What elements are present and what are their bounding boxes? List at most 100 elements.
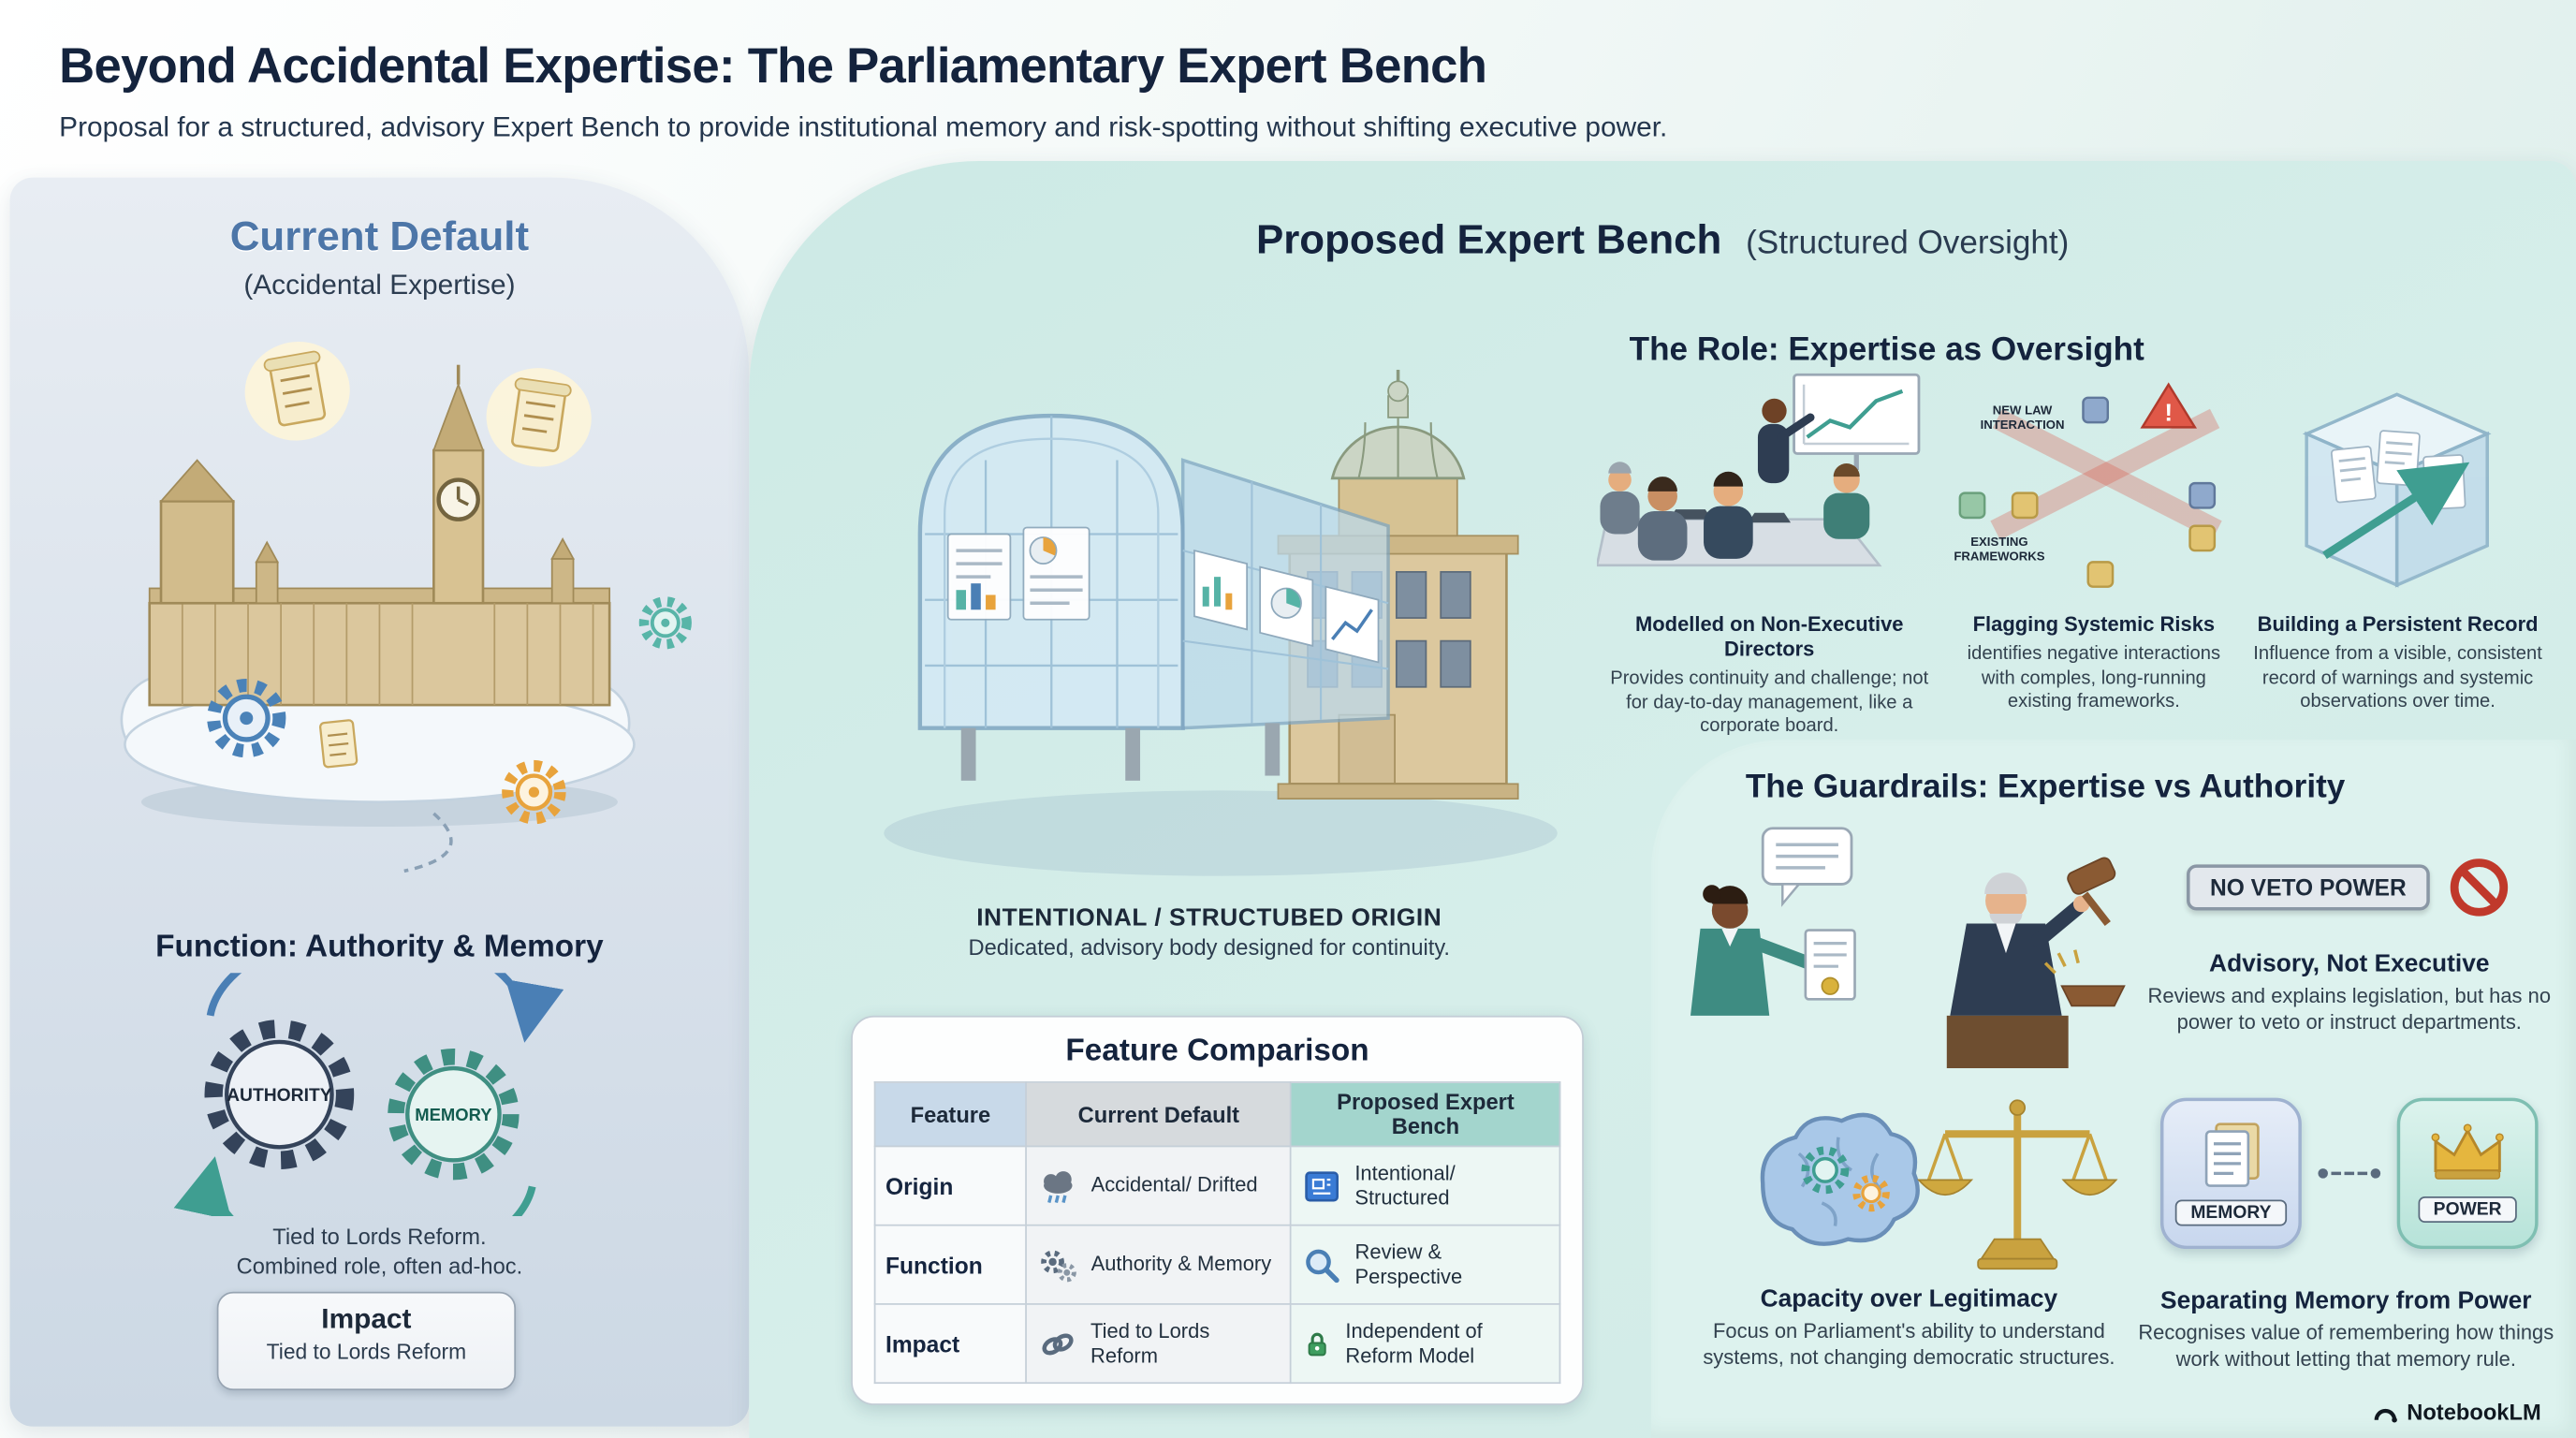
notebooklm-logo-icon — [2374, 1408, 2397, 1423]
speech-bubble-icon — [1761, 827, 1853, 907]
dashboard-screen — [1193, 549, 1248, 631]
warning-triangle-icon — [2140, 382, 2198, 429]
cell-text: Review & Perspective — [1354, 1240, 1463, 1288]
advisor-and-judge-illustration — [1690, 827, 2126, 1069]
new-law-label-line2: INTERACTION — [1981, 418, 2065, 432]
separating-text: Recognises value of remembering how thin… — [2138, 1321, 2554, 1372]
boardroom-meeting-illustration — [1595, 373, 1921, 567]
scroll-icon — [244, 342, 350, 441]
existing-label-line1: EXISTING — [1970, 535, 2027, 549]
dashboard-screen — [1325, 585, 1380, 664]
role-item-title: Modelled on Non-Executive Directors — [1635, 612, 1904, 661]
gavel-icon — [2043, 857, 2126, 1007]
systemic-risk-diagram: NEW LAW INTERACTION ! EXISTING FRAMEWORK… — [1954, 382, 2222, 588]
legislation-document-icon — [1804, 929, 1856, 1001]
framework-node — [2188, 481, 2217, 509]
advisory-text: Reviews and explains legislation, but ha… — [2147, 984, 2552, 1034]
proposed-heading-light: (Structured Oversight) — [1746, 225, 2070, 262]
power-card: POWER — [2396, 1097, 2539, 1250]
table-row: Impact Tied to Lords Reform — [873, 1303, 1561, 1385]
gear-icon — [1852, 1174, 1890, 1212]
magnifier-icon — [1307, 1248, 1340, 1283]
guardrails-heading: The Guardrails: Expertise vs Authority — [1745, 769, 2346, 806]
memory-gear-label: MEMORY — [415, 1105, 491, 1124]
scales-icon — [1917, 1099, 2118, 1270]
origin-caption-text: Dedicated, advisory body designed for co… — [968, 934, 1451, 961]
judge-figure — [1946, 857, 2126, 1069]
table-title: Feature Comparison — [1065, 1034, 1369, 1069]
table-row: Origin Accidental/ Drifted — [873, 1145, 1561, 1226]
dashed-connector — [403, 812, 453, 873]
no-veto-badge: NO VETO POWER — [2187, 864, 2430, 911]
new-law-label-line1: NEW LAW — [1993, 403, 2053, 417]
role-item-title: Building a Persistent Record — [2257, 612, 2539, 637]
dashboard-screen — [1259, 565, 1314, 648]
cell-text: Authority & Memory — [1090, 1252, 1272, 1276]
notebooklm-brand: NotebookLM — [2372, 1399, 2541, 1425]
chain-icon — [1042, 1332, 1074, 1355]
gear-icon — [638, 596, 692, 650]
advisor-figure — [1690, 885, 1822, 1016]
function-note-line1: Tied to Lords Reform. — [272, 1224, 487, 1250]
parliament-on-cloud-illustration — [120, 342, 692, 873]
gears-icon — [1041, 1249, 1077, 1282]
framework-node — [1958, 492, 1986, 520]
cell-text: Accidental/ Drifted — [1090, 1173, 1258, 1197]
memory-document-icon — [2204, 1123, 2260, 1187]
impact-box-title: Impact — [321, 1303, 412, 1335]
role-item-systemic-risks: NEW LAW INTERACTION ! EXISTING FRAMEWORK… — [1950, 361, 2237, 715]
cycle-arrow-icon — [173, 1156, 536, 1217]
table-row: Function Authority & Memory — [873, 1224, 1561, 1305]
gear-icon — [207, 678, 286, 758]
dashboard-screen — [1022, 526, 1090, 621]
column-header-proposed: Proposed Expert Bench — [1290, 1081, 1561, 1148]
notebooklm-brand-text: NotebookLM — [2407, 1399, 2541, 1425]
role-item-persistent-record: Building a Persistent Record Influence f… — [2246, 361, 2550, 715]
dashboard-screen — [946, 533, 1012, 621]
column-header-current: Current Default — [1025, 1081, 1293, 1148]
existing-label-line2: FRAMEWORKS — [1954, 550, 2044, 564]
framework-node — [2086, 561, 2115, 588]
scroll-icon — [486, 368, 592, 467]
law-node — [2082, 396, 2110, 424]
guardrails-panel: The Guardrails: Expertise vs Authority — [1650, 739, 2576, 1438]
memory-gear-icon: MEMORY — [388, 1048, 520, 1181]
authority-gear-icon: AUTHORITY — [204, 1020, 355, 1169]
feature-comparison-table: Feature Current Default Proposed Expert … — [873, 1081, 1561, 1385]
impact-box-text: Tied to Lords Reform — [266, 1339, 467, 1365]
gear-icon — [502, 759, 566, 825]
capacity-text: Focus on Parliament's ability to underst… — [1703, 1319, 2115, 1370]
role-item-text: identifies negative interactions with co… — [1967, 644, 2221, 712]
prohibition-icon — [2450, 858, 2508, 917]
expert-bench-building-illustration — [884, 369, 1558, 876]
role-item-title: Flagging Systemic Risks — [1972, 612, 2216, 637]
crown-icon — [2431, 1123, 2504, 1180]
cell-text: Tied to Lords Reform — [1090, 1319, 1210, 1367]
svg-text:!: ! — [2164, 398, 2173, 426]
cell-text: Intentional/ Structured — [1354, 1161, 1456, 1210]
function-heading: Function: Authority & Memory — [155, 930, 604, 965]
role-item-text: Influence from a visible, consistent rec… — [2253, 644, 2542, 712]
cell-text: Independent of Reform Model — [1345, 1319, 1483, 1367]
brain-icon — [1760, 1112, 1920, 1246]
no-veto-row: NO VETO POWER — [2144, 855, 2554, 920]
page-subtitle: Proposal for a structured, advisory Expe… — [59, 111, 1668, 143]
origin-caption-title: INTENTIONAL / STRUCTUBED ORIGIN — [976, 903, 1442, 932]
memory-label: MEMORY — [2175, 1199, 2287, 1226]
row-label: Function — [873, 1224, 1028, 1305]
feature-comparison-card: Feature Comparison Feature Current Defau… — [851, 1015, 1584, 1405]
impact-box: Impact Tied to Lords Reform — [216, 1291, 517, 1391]
role-item-non-exec: Modelled on Non-Executive Directors Prov… — [1595, 361, 1942, 740]
current-default-panel: Current Default (Accidental Expertise) — [9, 177, 750, 1427]
blueprint-icon — [1306, 1170, 1339, 1201]
separating-title: Separating Memory from Power — [2160, 1286, 2532, 1315]
framework-node — [2011, 492, 2039, 520]
advisory-title: Advisory, Not Executive — [2209, 949, 2490, 978]
function-note: Tied to Lords Reform. Combined role, oft… — [10, 1223, 750, 1281]
column-header-feature: Feature — [873, 1081, 1028, 1148]
padlock-icon — [1309, 1331, 1327, 1356]
row-label: Origin — [873, 1145, 1028, 1226]
framework-node — [2188, 524, 2217, 552]
brain-and-scales-illustration — [1760, 1099, 2118, 1270]
scroll-icon — [319, 719, 359, 769]
